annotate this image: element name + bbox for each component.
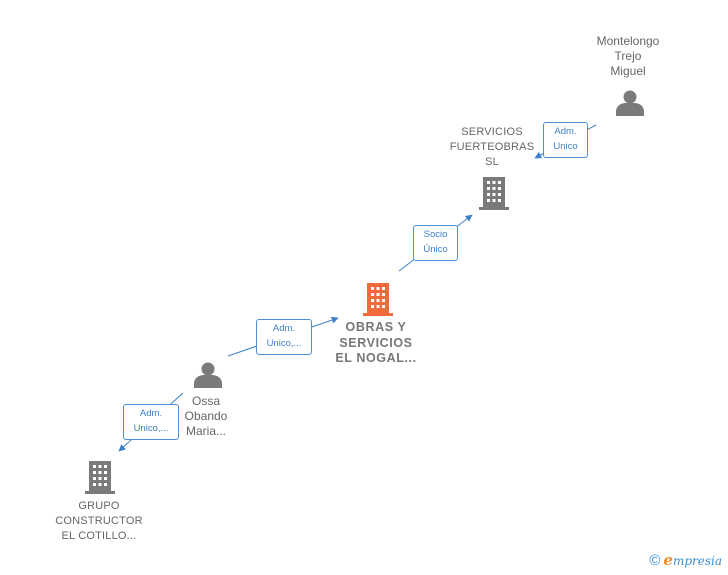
relation-label-line: Unico: [553, 141, 578, 152]
node-label-grupo[interactable]: GRUPO CONSTRUCTOR EL COTILLO...: [55, 499, 143, 544]
relation-label-line: Adm.: [554, 126, 577, 137]
relation-label-socio-unico[interactable]: Socio Único: [413, 225, 458, 261]
relation-label-adm-unico[interactable]: Adm. Unico,...: [256, 319, 312, 355]
node-label-montelongo[interactable]: Montelongo Trejo Miguel: [597, 34, 660, 79]
person-icon[interactable]: [194, 362, 222, 389]
building-icon[interactable]: [85, 461, 115, 494]
node-label-line: Maria...: [185, 424, 227, 438]
brand-logo-initial: e: [663, 551, 673, 569]
node-label-line: CONSTRUCTOR: [55, 515, 143, 527]
node-label-line: FUERTEOBRAS: [449, 141, 535, 153]
node-label-line: Montelongo: [596, 34, 660, 48]
person-icon[interactable]: [616, 90, 644, 117]
relation-label-adm-unico[interactable]: Adm. Unico,...: [123, 404, 179, 440]
node-label-line: SERVICIOS: [339, 335, 413, 350]
brand-logo-text: mpresia: [672, 554, 722, 568]
node-label-line: Ossa: [191, 394, 221, 408]
node-label-line: EL COTILLO...: [61, 530, 137, 542]
node-label-line: Trejo: [614, 49, 642, 63]
building-icon-highlighted[interactable]: [363, 283, 393, 316]
copyright-icon: ©: [649, 552, 661, 569]
node-label-line: EL NOGAL...: [335, 351, 417, 365]
relation-label-line: Único: [423, 244, 448, 255]
relation-label-line: Adm.: [139, 408, 163, 419]
relation-label-line: Adm.: [272, 323, 296, 334]
node-label-line: Miguel: [610, 64, 646, 78]
relation-label-line: Unico,...: [133, 423, 169, 434]
relation-label-adm-unico[interactable]: Adm. Unico: [543, 122, 588, 158]
brand-footer: ©empresia: [649, 551, 722, 569]
node-label-fuerteobras[interactable]: SERVICIOS FUERTEOBRAS SL: [450, 125, 535, 170]
node-label-nogal[interactable]: OBRAS Y SERVICIOS EL NOGAL...: [335, 320, 416, 367]
building-icon[interactable]: [479, 177, 509, 210]
relation-label-line: Unico,...: [266, 338, 302, 349]
node-label-line: SERVICIOS: [461, 126, 523, 138]
relation-label-line: Socio: [423, 229, 448, 240]
node-label-line: Obando: [184, 409, 228, 423]
node-label-ossa[interactable]: Ossa Obando Maria...: [185, 394, 228, 439]
node-label-line: GRUPO: [78, 500, 120, 512]
node-label-line: SL: [485, 156, 499, 168]
node-label-line: OBRAS Y: [345, 320, 407, 334]
